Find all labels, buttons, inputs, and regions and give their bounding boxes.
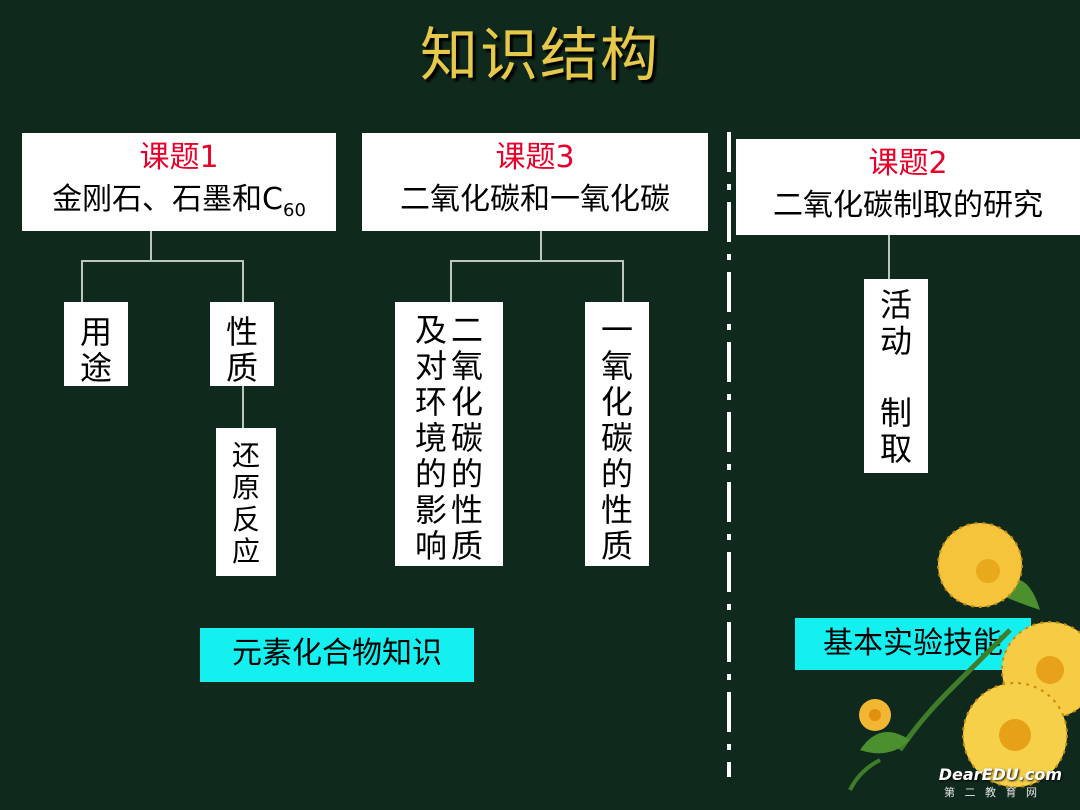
topic-1-name: 金刚石、石墨和C60: [52, 182, 306, 221]
connector-line: [81, 260, 83, 302]
topic-2-number: 课题2: [868, 146, 948, 181]
connector-line: [450, 260, 624, 262]
node-yongtu: 用途: [64, 302, 128, 386]
topic-2-box: 课题2 二氧化碳制取的研究: [736, 139, 1080, 235]
label-elements-compounds: 元素化合物知识: [200, 628, 474, 682]
topic-2-name: 二氧化碳制取的研究: [773, 188, 1043, 223]
flower-bottom: [962, 682, 1068, 788]
flower-bud: [859, 699, 891, 731]
connector-line: [81, 260, 244, 262]
node-huanyuan: 还原反应: [216, 428, 276, 576]
topic-1-box: 课题1 金刚石、石墨和C60: [22, 133, 336, 231]
node-produce-text: 制取: [879, 394, 912, 468]
topic-1-subscript: 60: [283, 200, 306, 221]
flower-top: [937, 522, 1023, 608]
node-activity: 活动 制取: [864, 279, 928, 473]
connector-line: [622, 260, 624, 302]
node-co2-col-left: 及对环境的影响: [414, 311, 447, 565]
node-co-text: 一氧化碳的性质: [600, 311, 633, 565]
connector-line: [540, 231, 542, 261]
logo-subtext: 第 二 教 育 网: [944, 786, 1040, 799]
page-title: 知识结构: [419, 21, 660, 89]
flower-decoration: [848, 522, 1080, 791]
node-co2-col-right: 二氧化碳的性质: [450, 311, 483, 565]
node-yongtu-text: 用途: [79, 313, 112, 387]
node-xingzhi-text: 性质: [225, 313, 258, 387]
node-co2: 及对环境的影响 二氧化碳的性质: [395, 302, 503, 566]
connector-line: [242, 260, 244, 302]
topic-3-name: 二氧化碳和一氧化碳: [400, 182, 670, 217]
connector-line: [242, 384, 244, 428]
topic-3-box: 课题3 二氧化碳和一氧化碳: [362, 133, 708, 231]
label-experiment-skills: 基本实验技能: [795, 618, 1031, 670]
connector-line: [450, 260, 452, 302]
node-activity-text: 活动: [879, 286, 912, 360]
topic-3-number: 课题3: [495, 140, 575, 175]
node-huanyuan-text: 还原反应: [231, 439, 260, 568]
topic-1-number: 课题1: [139, 140, 219, 175]
node-co: 一氧化碳的性质: [585, 302, 649, 566]
logo-text: DearEDU.com: [938, 765, 1062, 784]
connector-line: [888, 235, 890, 279]
connector-line: [150, 231, 152, 261]
divider-line: [727, 132, 731, 777]
node-xingzhi: 性质: [210, 302, 274, 386]
